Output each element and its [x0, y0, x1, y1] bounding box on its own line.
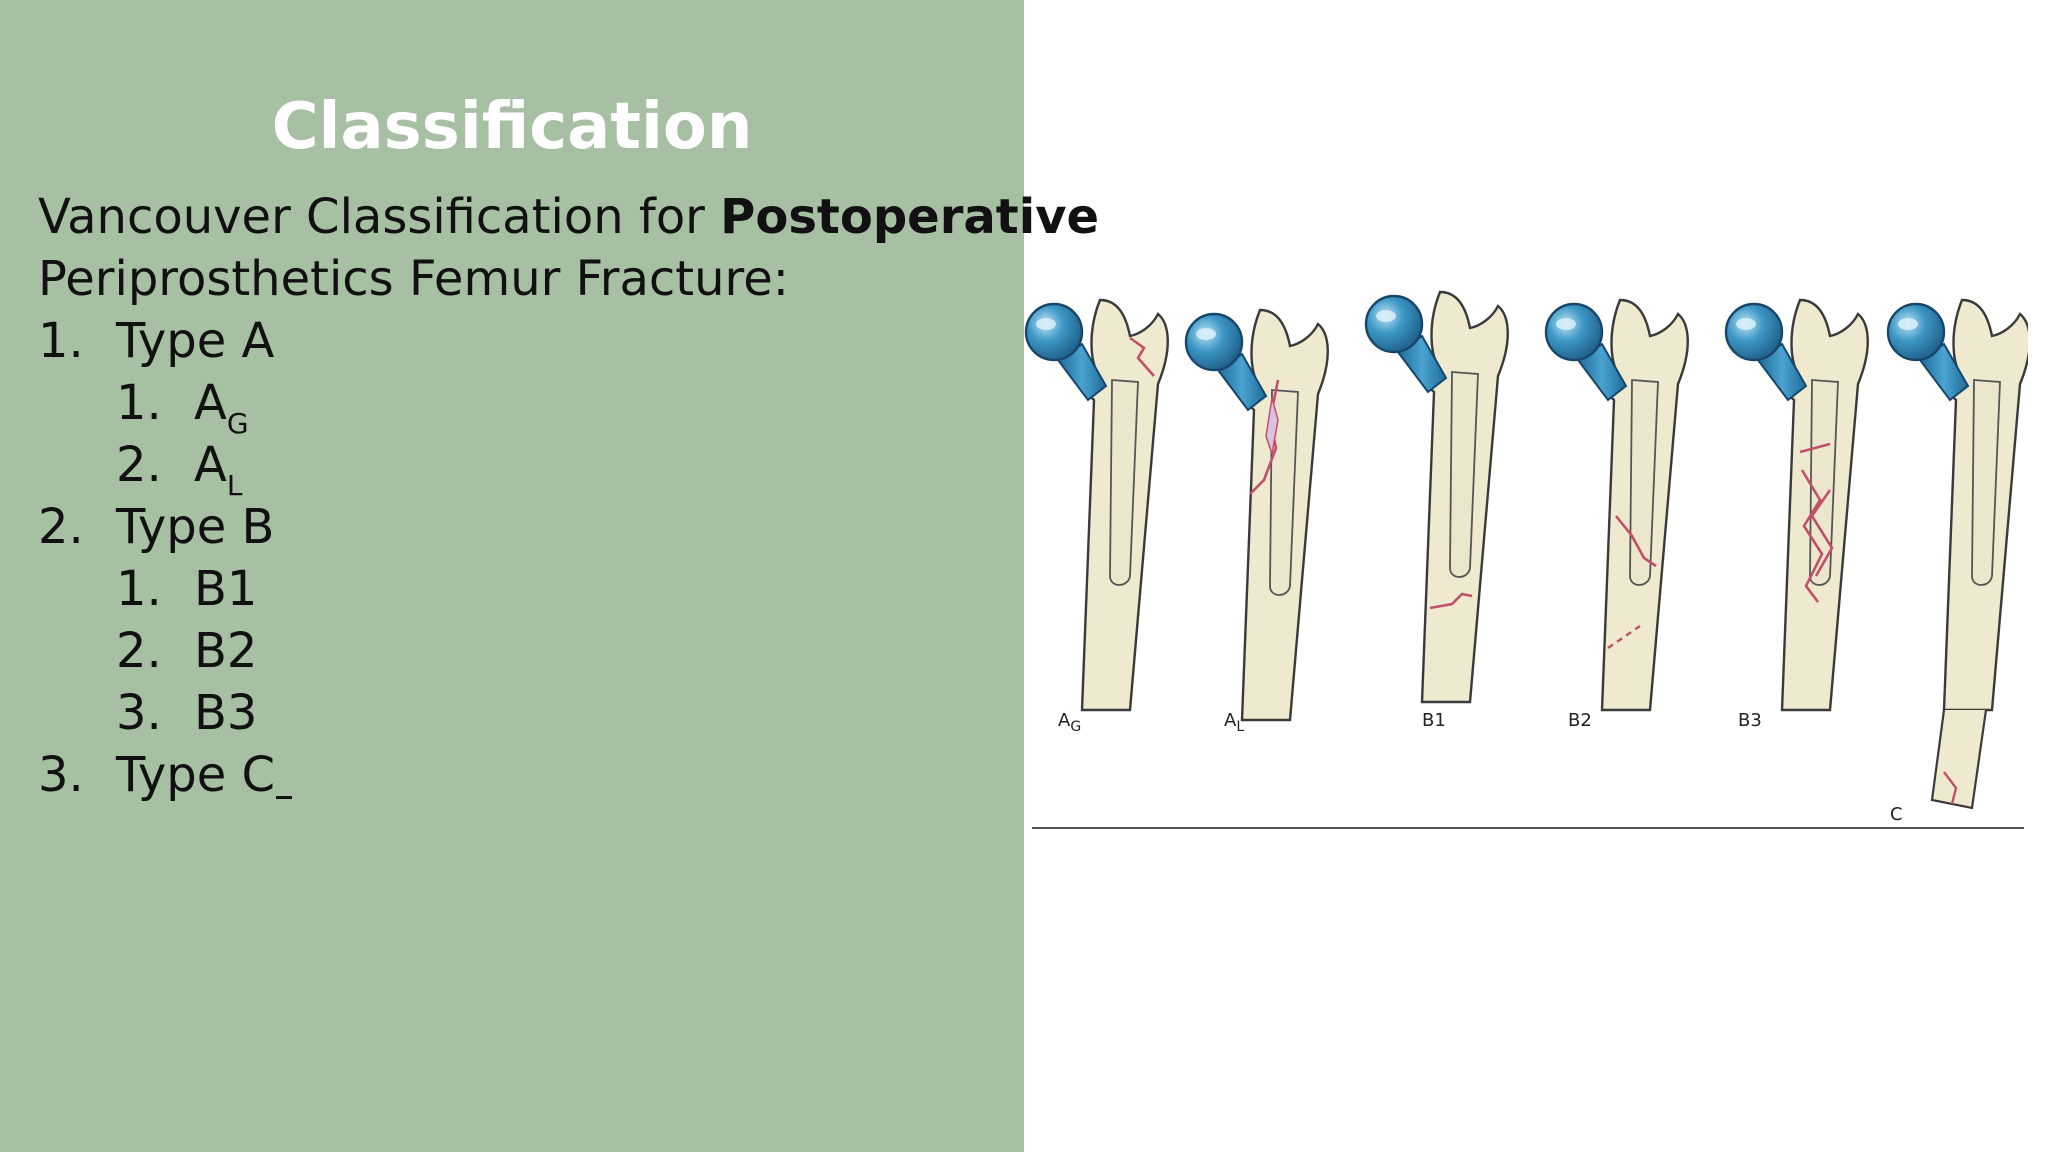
figure-label-b1: B1 — [1422, 710, 1446, 731]
sublist-number: 2. — [116, 623, 162, 679]
sublist-number: 2. — [116, 437, 162, 493]
intro-line-1: Vancouver Classification for Postoperati… — [38, 186, 1099, 248]
sublist-type-b: 1. B1 2. B2 3. B3 — [38, 558, 1078, 744]
intro-line-2: Periprosthetics Femur Fracture: — [38, 251, 789, 307]
list-item-type-c: 3. Type C — [38, 744, 1078, 806]
list-label: Type C — [116, 747, 276, 803]
sublist-item-b3: 3. B3 — [116, 682, 1078, 744]
vancouver-figure: AG AL B1 B2 B3 C — [1024, 280, 2028, 840]
femur-b2 — [1544, 298, 1689, 712]
classification-list: 1. Type A 1. AG 2. AL 2. Type B 1. B1 2. — [38, 310, 1078, 806]
intro-bold: Postoperative — [720, 189, 1100, 245]
list-number: 2. — [38, 499, 84, 555]
slide-title: Classification — [271, 90, 753, 164]
sublist-number: 1. — [116, 375, 162, 431]
list-label: Type A — [116, 313, 275, 369]
femur-b3 — [1724, 298, 1869, 712]
list-number: 1. — [38, 313, 84, 369]
sublist-label: A — [194, 437, 227, 493]
sublist-label: B2 — [194, 623, 258, 679]
sublist-label: A — [194, 375, 227, 431]
figure-label-b3: B3 — [1738, 710, 1762, 731]
femur-b1 — [1364, 290, 1509, 704]
sublist-subscript: G — [226, 407, 249, 440]
intro-prefix: Vancouver Classification for — [38, 189, 721, 245]
sublist-item-al: 2. AL — [116, 434, 1078, 502]
list-item-type-b: 2. Type B — [38, 496, 1078, 558]
sublist-item-ag: 1. AG — [116, 372, 1078, 440]
sublist-number: 3. — [116, 685, 162, 741]
femur-fracture-illustration: AG AL B1 B2 B3 C — [1024, 290, 2028, 829]
sublist-label: B3 — [194, 685, 258, 741]
cursor-mark — [276, 796, 293, 799]
left-panel — [0, 0, 1024, 1152]
sublist-item-b1: 1. B1 — [116, 558, 1078, 620]
sublist-type-a: 1. AG 2. AL — [38, 372, 1078, 502]
femur-c — [1886, 298, 2028, 810]
sublist-subscript: L — [226, 469, 243, 502]
femur-ag — [1024, 298, 1169, 712]
body-text: Vancouver Classification for Postoperati… — [38, 186, 1099, 806]
list-number: 3. — [38, 747, 84, 803]
sublist-number: 1. — [116, 561, 162, 617]
figure-label-c: C — [1890, 804, 1903, 825]
sublist-label: B1 — [194, 561, 258, 617]
list-label: Type B — [116, 499, 275, 555]
figure-label-b2: B2 — [1568, 710, 1592, 731]
list-item-type-a: 1. Type A — [38, 310, 1078, 372]
sublist-item-b2: 2. B2 — [116, 620, 1078, 682]
figure-label-al: AL — [1224, 710, 1244, 735]
femur-al — [1184, 308, 1329, 722]
figure-label-ag: AG — [1058, 710, 1081, 735]
